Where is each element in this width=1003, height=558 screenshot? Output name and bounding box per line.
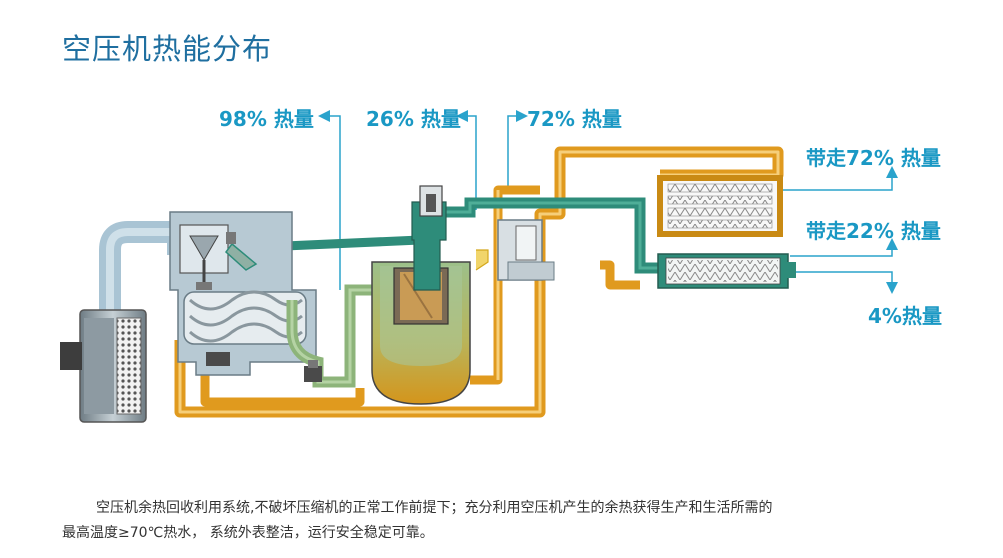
heat-label-26: 26% 热量 [366, 107, 461, 131]
heat-label-carry-22: 带走22% 热量 [806, 219, 941, 243]
separator-tank [371, 261, 471, 405]
arrow-98 [318, 110, 341, 290]
compressor [169, 211, 317, 376]
page-title: 空压机热能分布 [62, 32, 273, 66]
oil-circuit [174, 146, 784, 418]
heat-label-72: 72% 热量 [527, 107, 622, 131]
separator-outlet [411, 185, 447, 291]
heat-label-carry-72: 带走72% 热量 [806, 146, 941, 170]
teal-circuit [239, 197, 660, 274]
intake-pipe [99, 221, 189, 320]
oil-filter-small [304, 360, 322, 382]
heat-label-98: 98% 热量 [219, 107, 314, 131]
oil-return [286, 284, 400, 388]
arrow-carry-22 [790, 238, 898, 257]
arrow-remain-4 [790, 271, 898, 294]
air-filter [60, 309, 147, 423]
description: 空压机余热回收利用系统,不破坏压缩机的正常工作前提下；充分利用空压机产生的余热获… [62, 496, 952, 546]
description-line-1: 空压机余热回收利用系统,不破坏压缩机的正常工作前提下；充分利用空压机产生的余热获… [96, 500, 773, 516]
heat-exchanger-main [657, 175, 783, 237]
heat-exchanger-secondary [657, 253, 796, 289]
description-line-2: 最高温度≥70℃热水， 系统外表整洁，运行安全稳定可靠。 [62, 525, 434, 541]
arrow-carry-72 [770, 166, 898, 191]
thermostatic-valve [475, 219, 555, 281]
heat-arrows [318, 110, 898, 294]
heat-label-remain-4: 4%热量 [868, 304, 942, 328]
arrow-72 [507, 110, 528, 190]
arrow-26 [456, 110, 477, 210]
